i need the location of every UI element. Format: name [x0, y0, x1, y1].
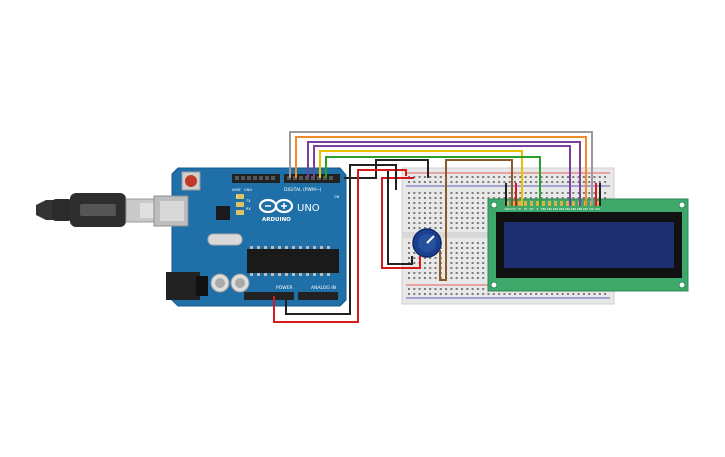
wire-black-pot — [387, 170, 413, 265]
lcd-pin-label: DB1 — [547, 207, 553, 211]
lcd-pin-label: RS — [524, 207, 528, 211]
lcd-pin-label: LED — [589, 207, 594, 211]
wire-black-power — [285, 164, 397, 315]
gnd-label: GND — [244, 188, 252, 192]
wire-black-top — [344, 159, 429, 179]
wires — [273, 131, 601, 323]
power-label: POWER — [276, 285, 293, 291]
lcd-pin-label: DB4 — [565, 207, 571, 211]
aref-label: AREF — [232, 188, 241, 192]
wire-yellow — [319, 150, 523, 206]
uno-model-text: UNO — [297, 203, 320, 214]
lcd-pin-label: RW — [529, 207, 534, 211]
arduino-logo-text: ARDUINO — [262, 217, 291, 223]
lcd-pin — [512, 201, 515, 206]
rx-label: RX — [246, 207, 251, 211]
wire-red-power — [273, 169, 407, 323]
analog-label: ANALOG IN — [311, 285, 336, 291]
lcd-pin — [536, 201, 539, 206]
lcd-pin-label: DB2 — [553, 207, 559, 211]
usb-cable-icon — [36, 193, 157, 227]
lcd-pin — [596, 201, 599, 206]
lcd-pin — [572, 201, 575, 206]
lcd-pin-label: DB7 — [583, 207, 589, 211]
arduino-logo-icon — [258, 198, 294, 214]
lcd-pin-label: DB0 — [541, 207, 547, 211]
lcd-pin — [560, 201, 563, 206]
wire-green — [325, 156, 541, 206]
l-label: L — [236, 195, 238, 199]
lcd-pin — [542, 201, 545, 206]
lcd-screen — [504, 222, 674, 268]
lcd-pin — [554, 201, 557, 206]
lcd-pin-label: DB5 — [571, 207, 577, 211]
lcd-pin — [530, 201, 533, 206]
lcd-pin-label: E — [537, 207, 539, 211]
wire-red-top — [381, 177, 421, 269]
lcd-pin-label: LED — [595, 207, 600, 211]
arduino-board: AREF GND DIGITAL (PWM~) L TX RX ON ARDUI… — [153, 167, 347, 307]
wire-gray — [289, 131, 593, 206]
digital-label: DIGITAL (PWM~) — [284, 187, 322, 193]
lcd-pin — [518, 201, 521, 206]
wire-brown — [439, 159, 513, 281]
potentiometer-icon[interactable] — [412, 228, 442, 258]
lcd-pin-label: DB6 — [577, 207, 583, 211]
on-label: ON — [334, 195, 340, 199]
wire-orange — [295, 136, 587, 206]
lcd-pin-label: V0 — [518, 207, 522, 211]
lcd-pin-label: GND — [505, 207, 511, 211]
lcd-pin — [524, 201, 527, 206]
lcd-pin — [566, 201, 569, 206]
wire-purple-2 — [313, 145, 571, 206]
lcd-pin-label: VCC — [511, 207, 517, 211]
reset-button-icon[interactable] — [181, 171, 201, 191]
atmega-chip — [247, 249, 339, 273]
lcd-pin — [506, 201, 509, 206]
wire-purple — [307, 141, 581, 206]
tx-label: TX — [245, 199, 251, 203]
lcd-pin-label: DB3 — [559, 207, 565, 211]
lcd-pin — [548, 201, 551, 206]
